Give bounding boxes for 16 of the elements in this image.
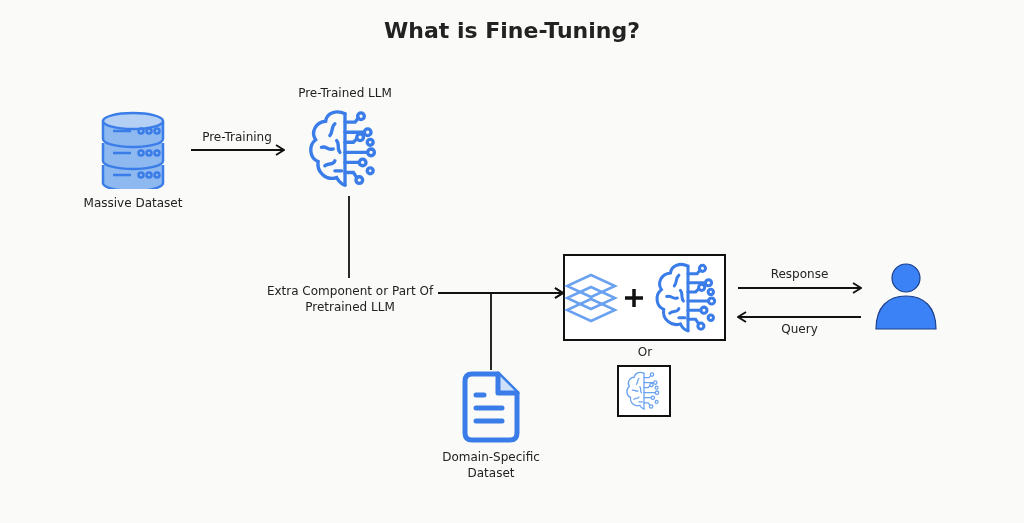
edge-label: Query: [781, 322, 818, 336]
arrow: [737, 311, 862, 323]
node-label: Extra Component or Part Of Pretrained LLM: [265, 282, 435, 316]
arrow: [190, 144, 285, 156]
node-label: Massive Dataset: [83, 194, 183, 212]
model-box: [563, 254, 726, 341]
note-label: Or: [637, 345, 653, 359]
node-label: Domain-Specific Dataset: [441, 448, 541, 482]
node-label: Pre-Trained LLM: [298, 84, 392, 102]
model-box: [617, 365, 671, 417]
diagram-title: What is Fine-Tuning?: [383, 18, 641, 43]
edge-label: Pre-Training: [202, 130, 272, 144]
arrow: [737, 282, 862, 294]
connector-line: [348, 195, 350, 279]
arrow: [490, 287, 564, 371]
edge-label: Response: [770, 267, 829, 281]
